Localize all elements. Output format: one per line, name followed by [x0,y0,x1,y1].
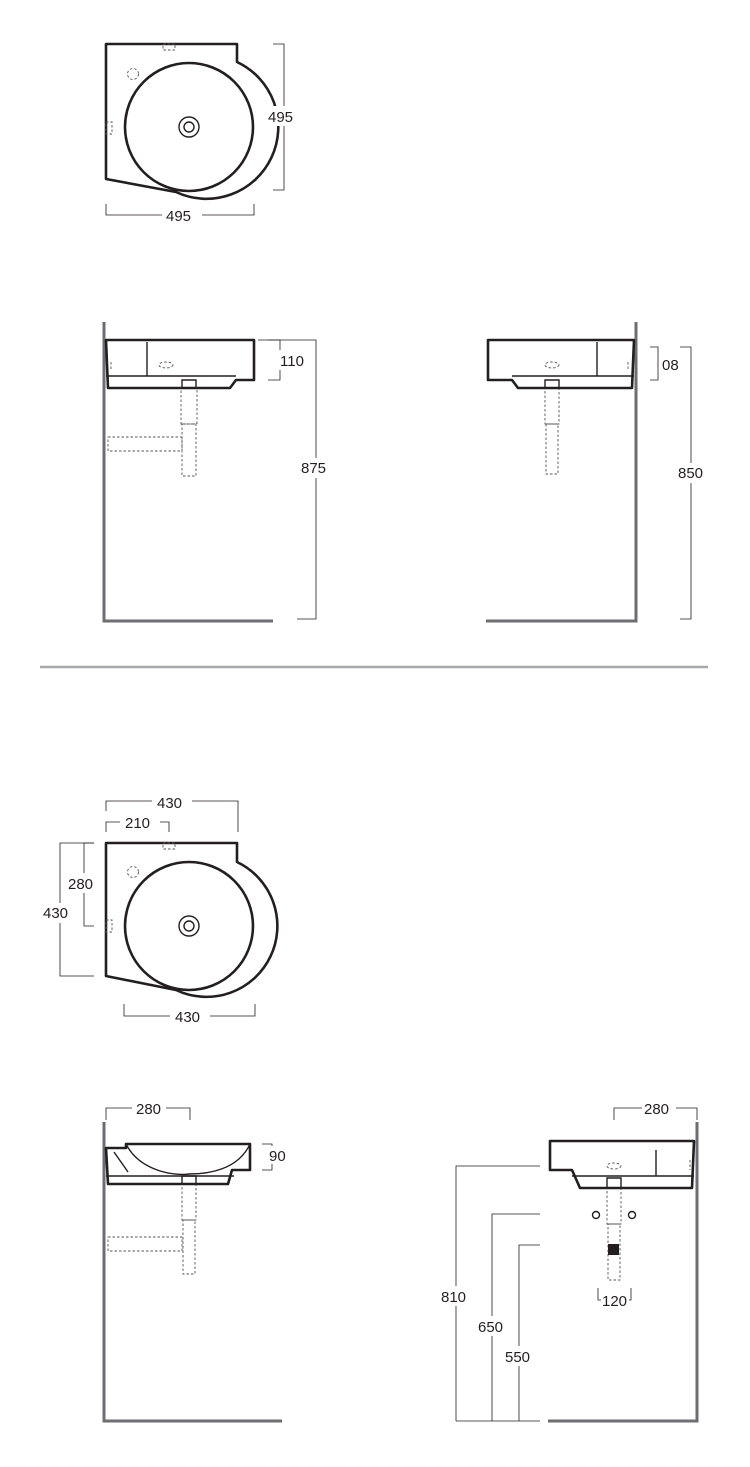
small-side-thickness-label: 90 [269,1148,286,1165]
large-rim-label: 08 [662,357,679,374]
small-front-view: 280 810 650 550 120 [436,1099,699,1423]
small-top-depth-label: 430 [43,905,68,922]
small-top-inner-depth-label: 280 [68,876,93,893]
small-front-depth-label: 280 [644,1101,669,1118]
small-front-height-low-label: 550 [505,1349,530,1366]
large-side-view-right: 08 850 [486,322,710,623]
large-top-depth-label: 495 [268,109,293,126]
large-side-height-label: 875 [301,460,326,477]
small-side-view-left: 280 90 [102,1099,290,1423]
large-right-height-label: 850 [678,465,703,482]
small-top-width-label: 430 [157,795,182,812]
small-front-spacing-label: 120 [602,1293,627,1310]
small-side-depth-label: 280 [136,1101,161,1118]
large-side-thickness-label: 110 [280,353,304,370]
small-front-height-top-label: 810 [441,1289,466,1306]
small-top-view: 430 210 280 430 430 [40,792,279,1026]
small-front-height-mid-label: 650 [478,1319,503,1336]
large-top-width-label: 495 [166,208,191,225]
large-side-view-left: 110 875 [102,322,332,623]
small-top-offset-label: 210 [125,815,150,832]
small-top-bowl-width-label: 430 [175,1009,200,1026]
large-top-view: 495 495 [104,42,302,225]
